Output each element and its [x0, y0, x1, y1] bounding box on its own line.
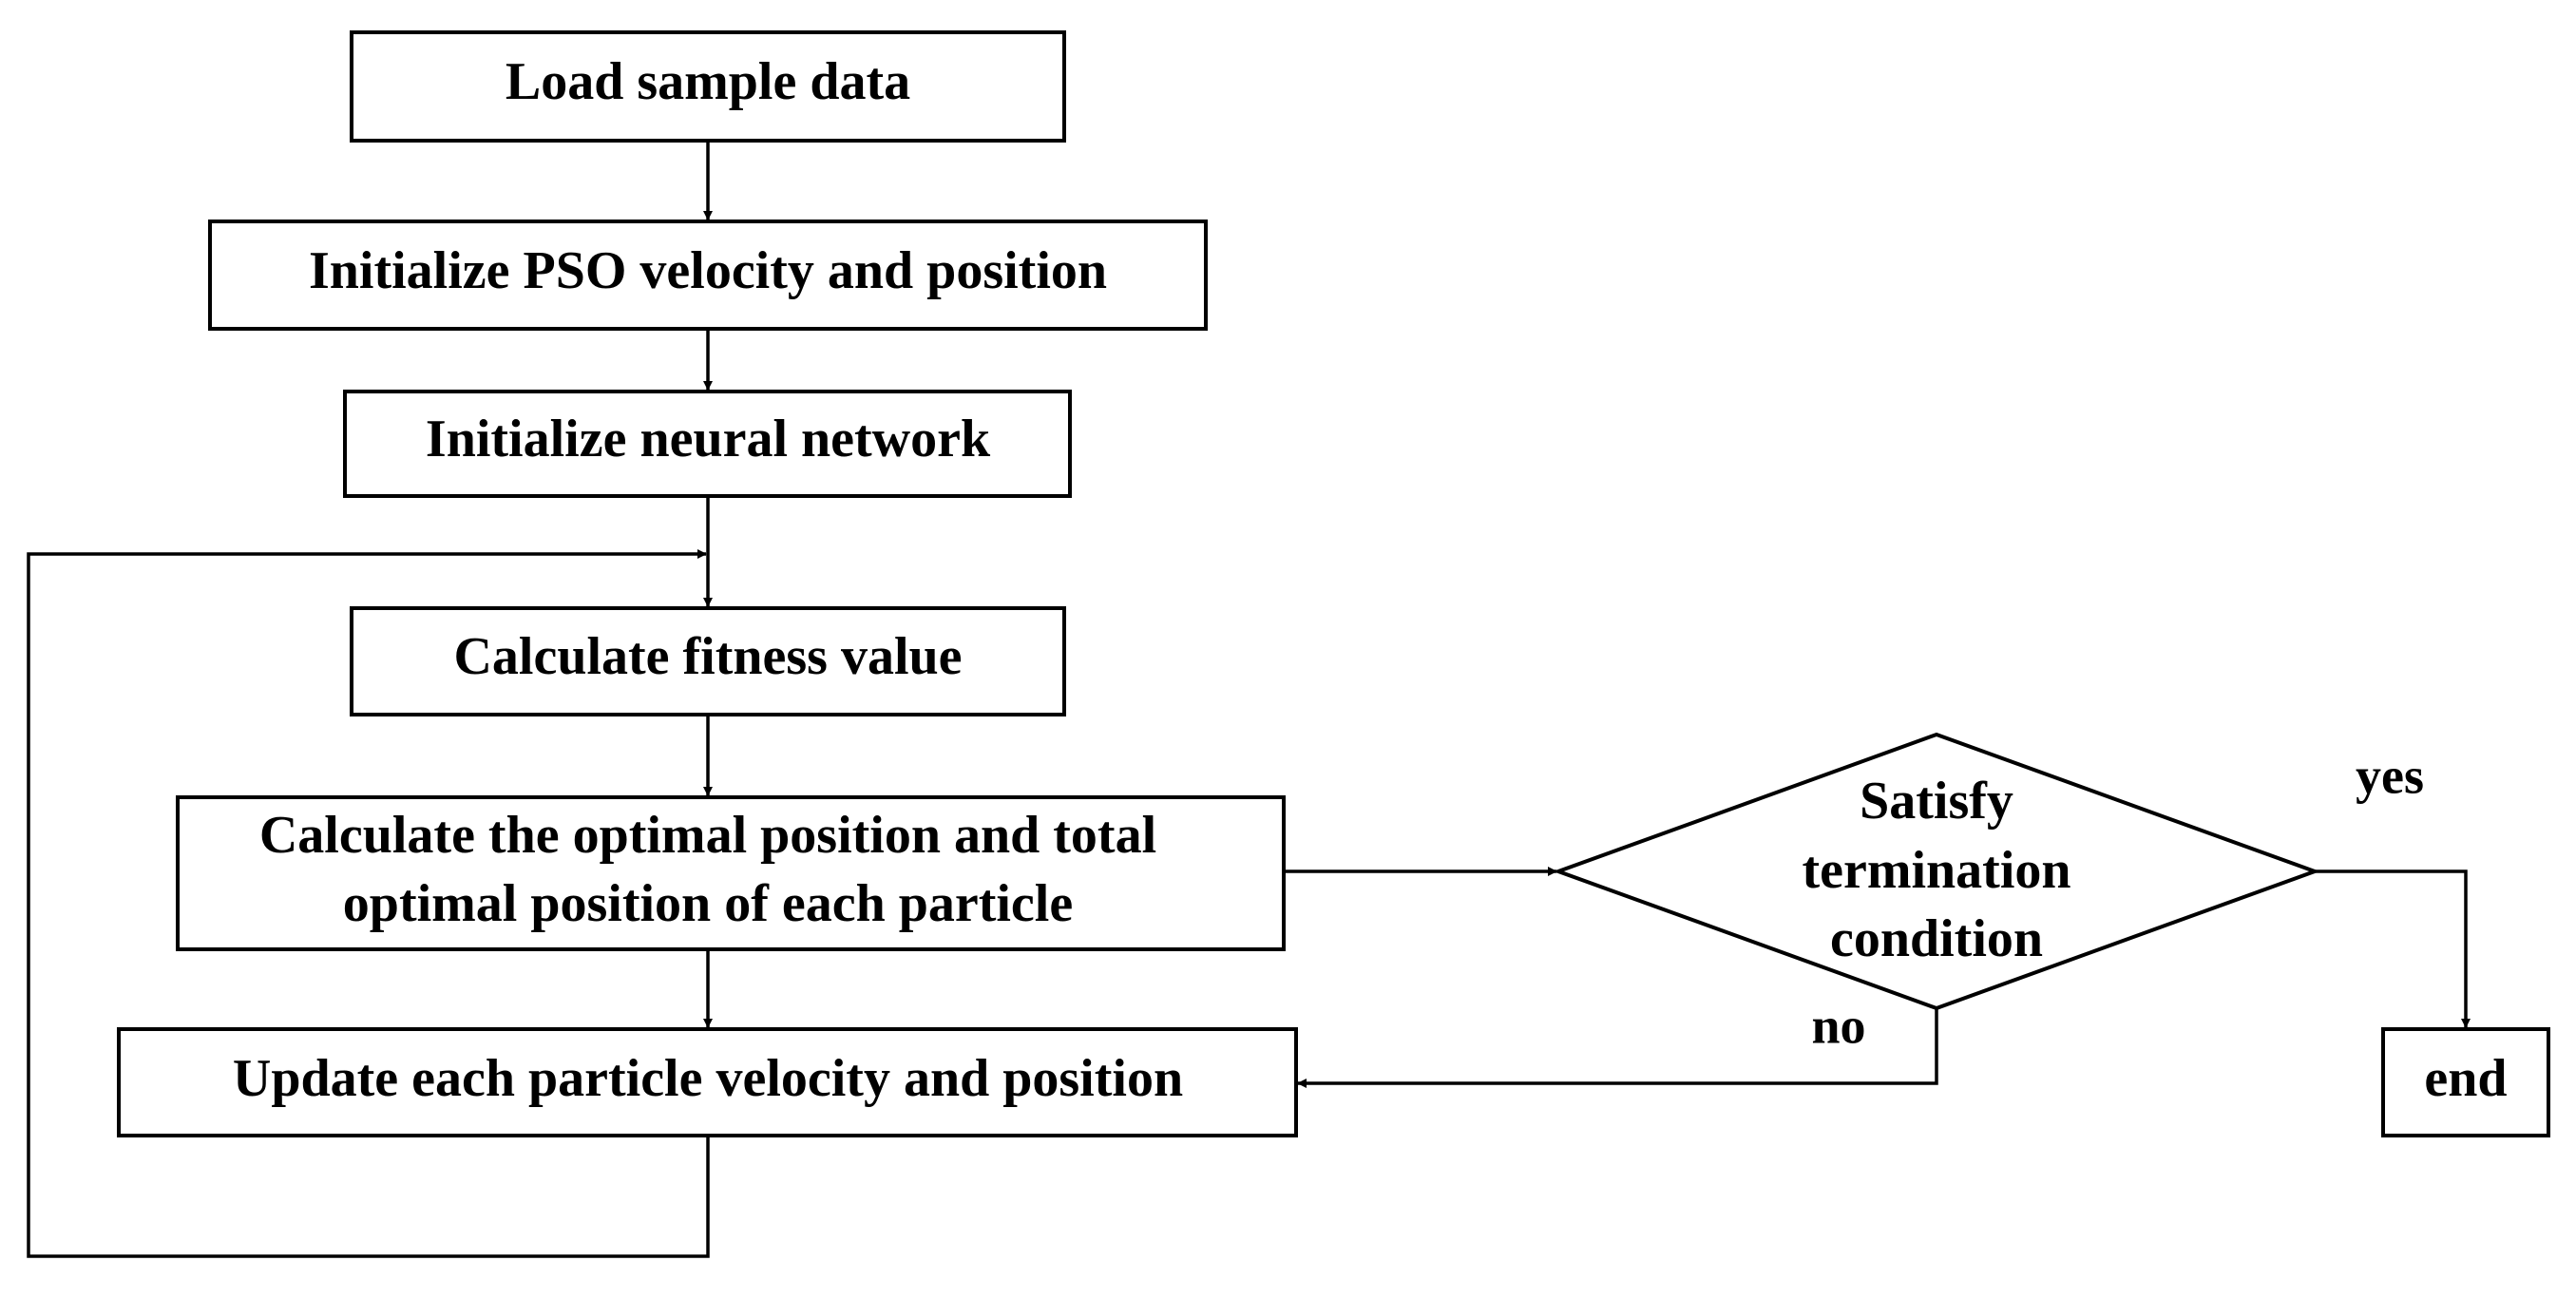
arrow-loop-back-to-fitness — [27, 549, 710, 1258]
step-optimal-label-line1: Calculate the optimal position and total — [259, 806, 1156, 865]
step-init-nn-label: Initialize neural network — [426, 410, 991, 468]
step-fitness-label: Calculate fitness value — [453, 627, 962, 686]
step-update-particles: Update each particle velocity and positi… — [117, 1027, 1298, 1137]
step-optimal-label-line2: optimal position of each particle — [343, 874, 1073, 933]
step-initialize-pso: Initialize PSO velocity and position — [208, 220, 1208, 331]
step-init-pso-label: Initialize PSO velocity and position — [309, 241, 1107, 300]
decision-termination-condition: Satisfy termination condition — [1553, 732, 2320, 1011]
step-load-sample-data: Load sample data — [350, 30, 1066, 143]
branch-no-label: no — [1811, 997, 1865, 1054]
step-end-label: end — [2424, 1049, 2507, 1108]
decision-label-line3: condition — [1830, 909, 2043, 968]
step-calculate-optimal-position: Calculate the optimal position and total… — [176, 795, 1286, 951]
step-calculate-fitness: Calculate fitness value — [350, 606, 1066, 716]
arrow-decision-yes-to-end — [2315, 869, 2471, 1028]
decision-label-line1: Satisfy — [1860, 772, 2013, 831]
branch-yes-label: yes — [2356, 747, 2424, 804]
step-end: end — [2381, 1027, 2550, 1137]
step-load-label: Load sample data — [506, 52, 910, 111]
decision-label-line2: termination — [1802, 841, 2070, 900]
arrow-decision-no-to-update — [1297, 1008, 1938, 1088]
step-initialize-neural-network: Initialize neural network — [343, 390, 1072, 498]
step-update-label: Update each particle velocity and positi… — [233, 1049, 1183, 1108]
